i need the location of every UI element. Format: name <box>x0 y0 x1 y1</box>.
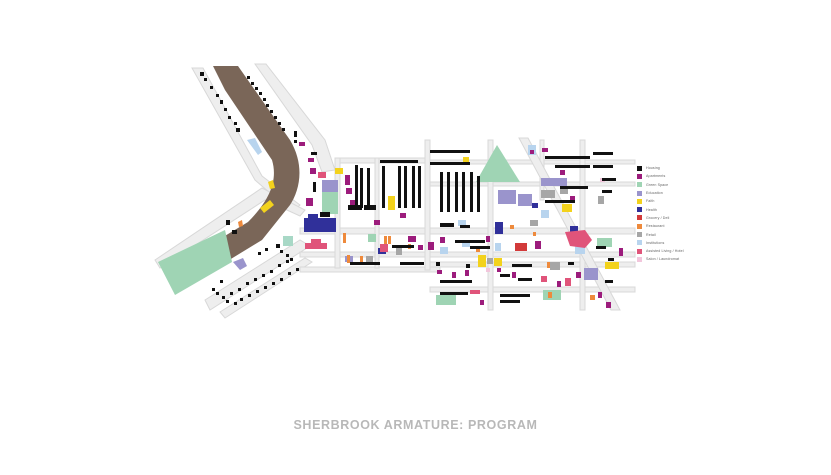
assisted-living-swatch <box>637 248 642 254</box>
apartment-blocks <box>299 142 623 308</box>
legend-item-health: Health <box>637 205 684 213</box>
legend-label: Assisted Living / Hotel <box>646 249 684 254</box>
education-blocks <box>233 178 598 280</box>
legend-item-faith: Faith <box>637 197 684 205</box>
map-legend: Housing Apartments Green Space Education… <box>637 164 684 264</box>
legend-item-housing: Housing <box>637 164 684 172</box>
health-swatch <box>637 207 642 213</box>
legend-item-apartments: Apartments <box>637 172 684 180</box>
legend-label: Grocery / Deli <box>646 215 670 220</box>
apartments-swatch <box>637 173 642 179</box>
legend-item-grocery: Grocery / Deli <box>637 214 684 222</box>
legend-label: Health <box>646 207 657 212</box>
legend-label: Education <box>646 191 663 196</box>
education-swatch <box>637 190 642 196</box>
legend-item-green-space: Green Space <box>637 181 684 189</box>
legend-label: Green Space <box>646 182 669 187</box>
legend-label: Retail <box>646 232 656 237</box>
legend-item-institutions: Institutions <box>637 239 684 247</box>
legend-label: Salon / Laundromat <box>646 257 680 262</box>
legend-item-retail: Retail <box>637 230 684 238</box>
grocery-blocks <box>515 243 527 251</box>
legend-label: Faith <box>646 199 655 204</box>
legend-label: Apartments <box>646 174 666 179</box>
legend-item-assisted-living: Assisted Living / Hotel <box>637 247 684 255</box>
retail-swatch <box>637 232 642 238</box>
housing-blocks <box>200 72 616 305</box>
housing-swatch <box>637 165 642 171</box>
legend-item-education: Education <box>637 189 684 197</box>
page-title: SHERBROOK ARMATURE: PROGRAM <box>293 418 538 432</box>
institutions-swatch <box>637 240 642 246</box>
green-space-swatch <box>637 182 642 188</box>
legend-item-restaurant: Restaurant <box>637 222 684 230</box>
grocery-swatch <box>637 215 642 221</box>
legend-label: Restaurant <box>646 224 665 229</box>
assisted-living-blocks <box>305 172 592 294</box>
faith-blocks <box>260 157 619 269</box>
restaurant-swatch <box>637 223 642 229</box>
river <box>165 66 300 290</box>
health-blocks <box>304 203 578 254</box>
legend-item-salon: Salon / Laundromat <box>637 255 684 263</box>
legend-label: Institutions <box>646 240 665 245</box>
faith-swatch <box>637 198 642 204</box>
legend-label: Housing <box>646 166 660 171</box>
salon-swatch <box>637 256 642 262</box>
retail-blocks <box>366 188 604 270</box>
